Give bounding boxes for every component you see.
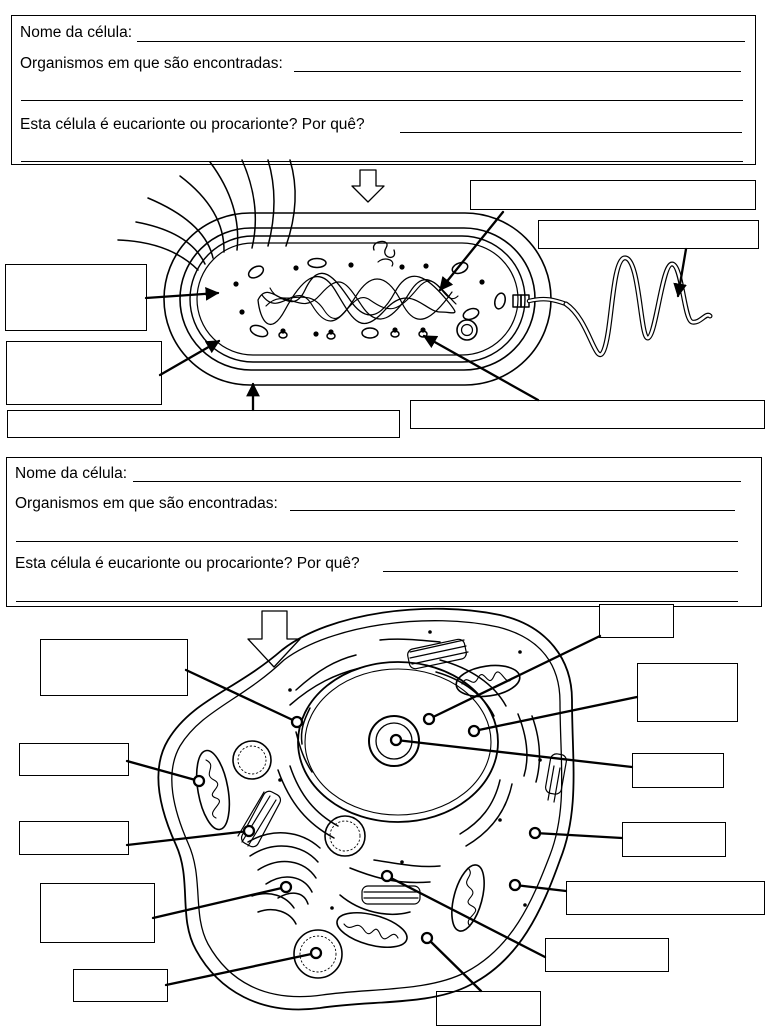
- q2-organisms-answer-line-2[interactable]: [16, 541, 738, 542]
- bacterium-drawing: [117, 159, 713, 386]
- q2-organisms-label: Organismos em que são encontradas:: [15, 495, 278, 512]
- animal-cell-drawing: [157, 607, 575, 1011]
- q1-type-question: Esta célula é eucarionte ou procarionte?…: [20, 116, 365, 133]
- bacteria-label-box-ribosome[interactable]: [410, 400, 765, 429]
- centriole-1: [407, 638, 469, 670]
- bacteria-label-box-plasmid[interactable]: [470, 180, 756, 210]
- cell-pointer-dots: [192, 712, 542, 960]
- cell-label-box-1[interactable]: [40, 639, 188, 696]
- bacteria-label-box-flagellum[interactable]: [538, 220, 759, 249]
- q2-organisms-answer-line[interactable]: [290, 510, 735, 511]
- cell-label-box-9[interactable]: [566, 881, 765, 915]
- q2-cell-name-label: Nome da célula:: [15, 465, 128, 482]
- q1-type-answer-line-2[interactable]: [21, 161, 743, 162]
- cell-pointer-lines: [125, 634, 639, 993]
- q1-type-answer-line[interactable]: [400, 132, 742, 133]
- down-arrow-icon-2: [247, 610, 301, 668]
- mitochondrion-4: [336, 911, 408, 949]
- q2-type-question: Esta célula é eucarionte ou procarionte?…: [15, 555, 360, 572]
- cell-label-box-3[interactable]: [637, 663, 738, 722]
- bacteria-label-box-nucleoid[interactable]: [5, 264, 147, 331]
- mitochondrion-1: [455, 664, 521, 698]
- bacteria-pointer-lines: [144, 210, 688, 412]
- question-box-1: [11, 15, 756, 165]
- cell-label-box-4[interactable]: [19, 743, 129, 776]
- mitochondrion-3: [451, 864, 485, 932]
- question-box-2: [6, 457, 762, 607]
- cell-label-box-7[interactable]: [622, 822, 726, 857]
- centriole-3: [361, 885, 421, 905]
- bacteria-label-box-capsule[interactable]: [7, 410, 400, 438]
- bacteria-label-box-membrane[interactable]: [6, 341, 162, 405]
- lysosome-1: [232, 740, 272, 780]
- cell-label-box-2[interactable]: [599, 604, 674, 638]
- cell-label-box-6[interactable]: [19, 821, 129, 855]
- centriole-2: [237, 790, 282, 848]
- q1-cell-name-answer-line[interactable]: [137, 41, 745, 42]
- q2-type-answer-line[interactable]: [383, 571, 738, 572]
- q1-organisms-answer-line-2[interactable]: [21, 100, 743, 101]
- q2-cell-name-answer-line[interactable]: [133, 481, 741, 482]
- centriole-4: [544, 753, 568, 803]
- q1-organisms-label: Organismos em que são encontradas:: [20, 55, 283, 72]
- cell-label-box-5[interactable]: [632, 753, 724, 788]
- peroxisome: [293, 929, 343, 979]
- cell-label-box-10[interactable]: [545, 938, 669, 972]
- mitochondrion-2: [195, 749, 231, 831]
- cell-label-box-8[interactable]: [40, 883, 155, 943]
- q1-organisms-answer-line[interactable]: [294, 71, 741, 72]
- q1-cell-name-label: Nome da célula:: [20, 24, 133, 41]
- down-arrow-icon: [351, 169, 385, 203]
- lysosome-2: [324, 815, 366, 857]
- cell-label-box-12[interactable]: [436, 991, 541, 1026]
- q2-type-answer-line-2[interactable]: [16, 601, 738, 602]
